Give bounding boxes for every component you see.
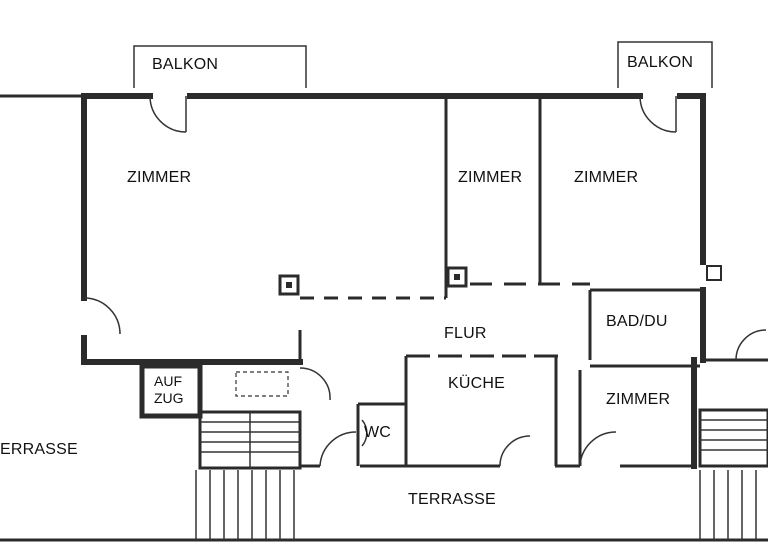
aufzug-label-line2: ZUG (154, 390, 184, 406)
stairs-exterior-left (195, 470, 295, 540)
kueche-label: KÜCHE (448, 374, 505, 392)
interior-walls (298, 96, 700, 466)
flur-label: FLUR (444, 325, 487, 342)
wc-label: WC (364, 424, 391, 441)
terrasse-left-label: ERRASSE (0, 441, 78, 458)
balcony-left (133, 45, 307, 88)
zimmer-mid-label: ZIMMER (458, 169, 522, 186)
outer-walls (0, 93, 768, 542)
zimmer-small-label: ZIMMER (606, 391, 670, 408)
staircase-left (198, 410, 302, 470)
terrasse-bottom-label: TERRASSE (408, 491, 496, 508)
zimmer-right-label: ZIMMER (574, 169, 638, 186)
elevator-shaft (139, 362, 289, 419)
balkon-right-label: BALKON (627, 54, 693, 71)
neighbour-fragment (735, 329, 767, 361)
chimney-shafts (278, 265, 722, 296)
doors (83, 95, 677, 467)
balkon-left-label: BALKON (152, 56, 218, 73)
balcony-right (617, 41, 713, 88)
aufzug-label-line1: AUF (154, 373, 182, 389)
staircase-right (698, 408, 768, 540)
bad-label: BAD/DU (606, 313, 668, 330)
zimmer-large-label: ZIMMER (127, 169, 191, 186)
